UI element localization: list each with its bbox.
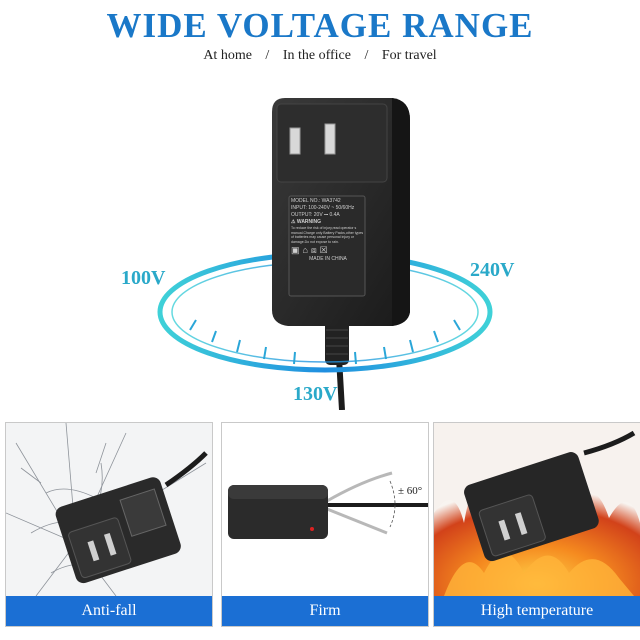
feature-panel-high-temperature: High temperature	[433, 422, 640, 627]
spec-label-text: MODEL NO.: WA3742 INPUT: 100-240V ~ 50/6…	[291, 198, 365, 263]
certification-icons: ▣⌂⧈☒	[291, 245, 331, 255]
spec-label	[288, 195, 366, 297]
fire-image	[434, 423, 640, 596]
voltage-dial-front	[157, 311, 493, 373]
subtitle-travel: For travel	[381, 48, 437, 63]
rotation-angle-label: ± 60°	[398, 485, 423, 497]
label-warning: ⚠ WARNING	[291, 219, 322, 225]
label-model: MODEL NO.: WA3742	[291, 198, 341, 204]
firm-cord-image	[222, 423, 428, 596]
warning-icon: ⚠	[291, 219, 296, 225]
adapter-body	[272, 98, 410, 326]
fallen-adapter	[55, 477, 181, 584]
voltage-130: 130V	[293, 383, 338, 405]
subtitle-office: In the office	[282, 48, 351, 63]
voltage-240: 240V	[470, 259, 515, 281]
feature-panel-firm: ± 60° Firm	[221, 422, 429, 627]
voltage-100: 100V	[121, 267, 166, 289]
label-output: OUTPUT: 20V ⎓ 0.4A	[291, 212, 340, 218]
label-input: INPUT: 100-240V ~ 50/60Hz	[291, 205, 355, 211]
label-warning-text: To reduce the risk of injury,read operat…	[291, 226, 364, 244]
cord-strain-relief	[325, 320, 349, 365]
plug-prong-right	[324, 123, 336, 155]
panel-label-firm: Firm	[222, 596, 428, 626]
adapter-hero-image	[157, 98, 493, 410]
plug-prong-left	[289, 127, 301, 155]
usage-subtitle: At home / In the office / For travel	[0, 48, 640, 64]
panel-label-anti-fall: Anti-fall	[6, 596, 212, 626]
subtitle-separator: /	[265, 48, 270, 63]
subtitle-home: At home	[203, 48, 252, 63]
label-made-in: MADE IN CHINA	[309, 256, 347, 262]
subtitle-separator: /	[364, 48, 369, 63]
page-title: WIDE VOLTAGE RANGE	[106, 6, 534, 45]
cracked-glass-image	[6, 423, 212, 596]
feature-panel-anti-fall: Anti-fall	[5, 422, 213, 627]
heated-adapter	[464, 452, 599, 562]
panel-label-high-temperature: High temperature	[434, 596, 640, 626]
